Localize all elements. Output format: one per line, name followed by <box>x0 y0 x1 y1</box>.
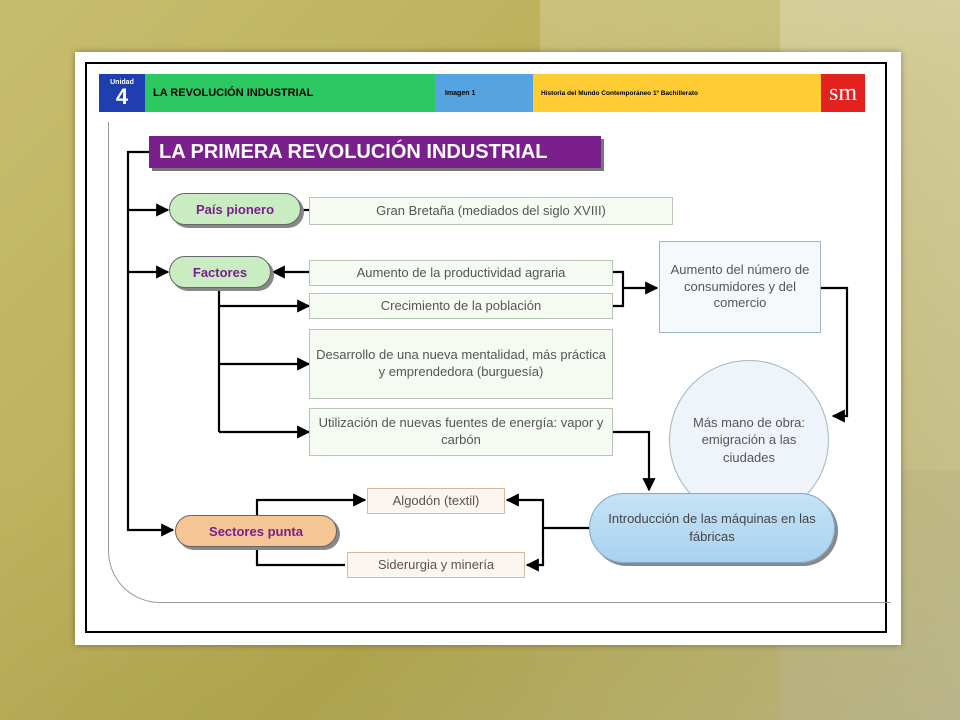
unit-number: 4 <box>115 83 129 109</box>
unit-label: Unidad <box>110 78 134 86</box>
node-factor-2: Crecimiento de la población <box>309 293 613 319</box>
node-factors-label: Factores <box>169 256 271 288</box>
node-sector-1: Algodón (textil) <box>367 488 505 514</box>
connector-line <box>821 286 849 423</box>
topic-title: LA REVOLUCIÓN INDUSTRIAL <box>145 74 435 112</box>
connector-line <box>613 270 625 308</box>
diagram-title: LA PRIMERA REVOLUCIÓN INDUSTRIAL <box>149 136 601 168</box>
node-consumers: Aumento del número de consumidores y del… <box>659 241 821 333</box>
node-sector-2: Siderurgia y minería <box>347 552 525 578</box>
unit-badge: Unidad 4 <box>99 74 145 112</box>
connector-line <box>255 546 345 567</box>
connector-line <box>525 528 545 572</box>
node-pioneer-label: País pionero <box>169 193 301 225</box>
slide: Unidad 4 LA REVOLUCIÓN INDUSTRIAL Imagen… <box>75 52 901 645</box>
node-factor-3: Desarrollo de una nueva mentalidad, más … <box>309 329 613 399</box>
connector-line <box>505 493 589 530</box>
node-pioneer-value: Gran Bretaña (mediados del siglo XVIII) <box>309 197 673 225</box>
header-bar: Unidad 4 LA REVOLUCIÓN INDUSTRIAL Imagen… <box>99 74 865 112</box>
node-factor-1: Aumento de la productividad agraria <box>309 260 613 286</box>
image-label: Imagen 1 <box>435 74 533 112</box>
book-title: Historia del Mundo Contemporáneo 1º Bach… <box>533 74 821 112</box>
node-sectors-label: Sectores punta <box>175 515 337 547</box>
node-factor-4: Utilización de nuevas fuentes de energía… <box>309 408 613 456</box>
diagram-area <box>108 122 891 603</box>
connector-lines <box>126 150 849 572</box>
connector-line <box>255 493 367 517</box>
connector-line <box>126 150 175 537</box>
connector-line <box>613 430 656 492</box>
node-machines: Introducción de las máquinas en las fábr… <box>589 493 835 563</box>
publisher-logo: sm <box>821 74 865 112</box>
